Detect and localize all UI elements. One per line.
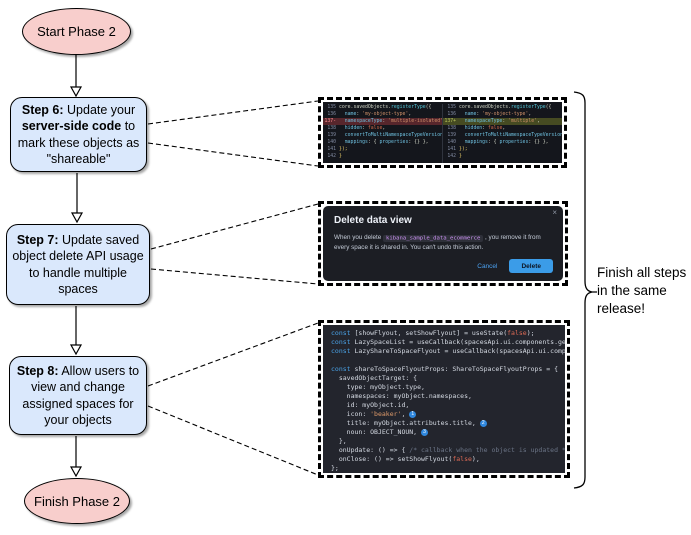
step8-node: Step 8: Allow users to view and change a…: [9, 356, 147, 435]
callout-step8-bottom: [147, 405, 319, 476]
code-line: type: myObject.type,: [346, 383, 425, 391]
diff-line: 138 hidden: false,: [447, 126, 506, 131]
annotation-text: Finish all steps in the same release!: [597, 265, 687, 317]
start-node: Start Phase 2: [22, 8, 131, 55]
diff-line: 136 name: 'my-object-type',: [327, 112, 412, 117]
callout-lines: [147, 100, 319, 476]
screenshot-flyout-code: const [showFlyout, setShowFlyout] = useS…: [318, 320, 570, 478]
finish-node: Finish Phase 2: [24, 478, 130, 524]
modal-footer: Cancel Delete: [477, 259, 553, 273]
code-line: namespaces: myObject.namespaces,: [346, 392, 472, 400]
modal-body-prefix: When you delete: [334, 234, 384, 241]
callout-step8-top: [147, 322, 319, 387]
code-line: title: myObject.attributes.title, 2: [331, 419, 565, 428]
delete-modal: Delete data view × When you delete kiban…: [323, 206, 563, 281]
start-node-label: Start Phase 2: [37, 24, 116, 39]
cancel-button: Cancel: [477, 262, 498, 270]
diff-line: 141});: [447, 147, 468, 152]
arrowhead-icon: [70, 212, 84, 224]
diff-line: 140 mappings: { properties: {} },: [327, 140, 429, 145]
arrowhead-icon: [69, 466, 83, 478]
code-line: const [showFlyout, setShowFlyout] = useS…: [331, 329, 535, 337]
close-icon: ×: [552, 208, 557, 217]
code-line: noun: OBJECT_NOUN, 3: [331, 428, 565, 437]
step6-node: Step 6: Update your server-side code to …: [10, 97, 147, 172]
modal-dataview-name: kibana_sample_data_ecommerce: [383, 234, 484, 242]
code-line: icon: 'beaker', 1: [331, 410, 565, 419]
code-line: onUpdate: () => { /* callback when the o…: [338, 446, 565, 454]
diff-line: 137+ namespaceType: 'multiple',: [443, 118, 562, 125]
modal-body: When you delete kibana_sample_data_ecomm…: [334, 233, 549, 253]
modal-body-suffix: , you remove it from every space it is s…: [334, 234, 541, 251]
finish-node-label: Finish Phase 2: [34, 493, 120, 509]
diff-line: 141});: [327, 147, 348, 152]
callout-step6-bottom: [147, 142, 319, 167]
step7-label: Step 7: Update saved object delete API u…: [12, 233, 144, 296]
code-line: [331, 356, 565, 365]
code-line: },: [331, 437, 347, 445]
diff-line: 137- namespaceType: 'multiple-isolated',: [323, 118, 442, 125]
diff-line: 136 name: 'my-object-type',: [447, 112, 532, 117]
flow-arrow-start-to-step6: [69, 54, 83, 98]
curly-brace: [573, 91, 597, 489]
step8-label: Step 8: Allow users to view and change a…: [16, 364, 140, 427]
code-line: onClose: () => setShowFlyout(false),: [338, 455, 480, 463]
diff-line: 138 hidden: false,: [327, 126, 386, 131]
callout-step7-bottom: [150, 268, 319, 285]
code-line: const LazyShareToSpaceFlyout = useCallba…: [331, 347, 565, 355]
flow-arrow-step8-to-finish: [69, 436, 83, 478]
code-line: };: [331, 464, 339, 472]
step6-label: Step 6: Update your server-side code to …: [17, 103, 140, 166]
flow-arrow-step7-to-step8: [69, 306, 83, 356]
callout-step6-top: [147, 100, 319, 125]
code-panel: const [showFlyout, setShowFlyout] = useS…: [323, 325, 565, 473]
diff-line: 140 mappings: { properties: {} },: [447, 140, 549, 145]
diff-line: 139 convertToMultiNamespaceTypeVersion: …: [447, 133, 562, 138]
code-line: const shareToSpaceFlyoutProps: ShareToSp…: [331, 365, 559, 373]
screenshot-delete-modal: Delete data view × When you delete kiban…: [318, 201, 568, 286]
modal-title: Delete data view: [334, 215, 412, 226]
diff-line: 139 convertToMultiNamespaceTypeVersion: …: [327, 133, 442, 138]
code-line: id: myObject.id,: [346, 401, 410, 409]
code-line: const LazySpaceList = useCallback(spaces…: [331, 338, 565, 346]
diff-line: 142}: [327, 154, 342, 159]
callout-step7-top: [150, 203, 319, 250]
code-line: savedObjectTarget: {: [338, 374, 418, 382]
flow-arrow-step6-to-step7: [70, 173, 84, 224]
arrowhead-icon: [69, 86, 83, 98]
arrowhead-icon: [69, 344, 83, 356]
diff-line: 142}: [447, 154, 462, 159]
delete-button: Delete: [509, 259, 553, 273]
step7-node: Step 7: Update saved object delete API u…: [6, 224, 150, 305]
